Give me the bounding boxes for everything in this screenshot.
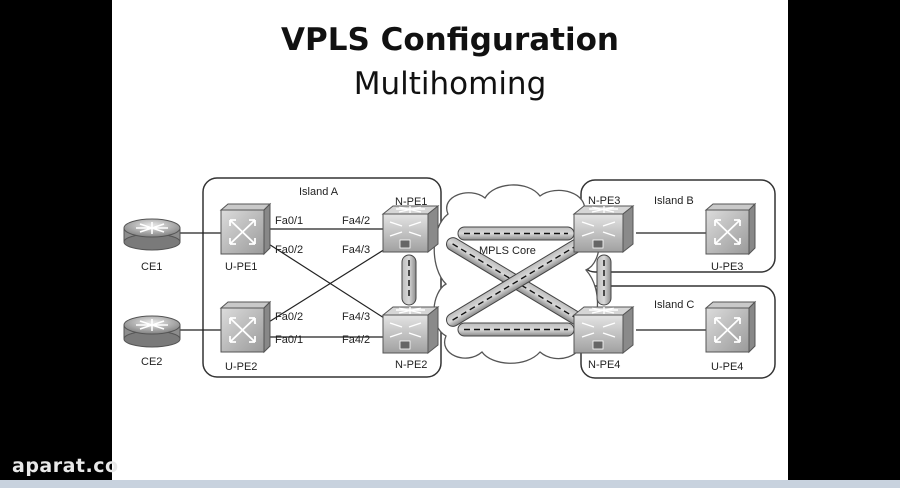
link-upe2-npe1 (263, 245, 391, 326)
upe2-fa01-label: Fa0/1 (275, 334, 303, 346)
upe4-switch-icon (704, 300, 757, 354)
npe1-label: N-PE1 (395, 196, 427, 208)
island-a-label: Island A (299, 186, 339, 198)
tunnel-npe2-npe4 (457, 322, 575, 337)
mpls-core-label: MPLS Core (479, 245, 536, 257)
pseudowire-tunnels (401, 226, 612, 337)
npe4-switch-icon (572, 305, 635, 355)
ce2-label: CE2 (141, 356, 162, 368)
ce2-router-icon (123, 315, 181, 348)
npe3-label: N-PE3 (588, 195, 620, 207)
link-upe1-npe2 (263, 240, 385, 319)
tunnel-npe2-npe3 (445, 237, 587, 327)
links (180, 228, 706, 338)
upe1-switch-icon (219, 202, 272, 256)
slide-subtitle: Multihoming (353, 66, 547, 102)
npe4-label: N-PE4 (588, 359, 620, 371)
upe2-switch-icon (219, 300, 272, 354)
ce1-router-icon (123, 218, 181, 251)
npe1-switch-icon (381, 204, 440, 254)
npe1-fa43-label: Fa4/3 (342, 244, 370, 256)
upe3-switch-icon (704, 202, 757, 256)
slide-title: VPLS Configuration (281, 22, 619, 58)
npe2-switch-icon (381, 305, 440, 355)
island-b-label: Island B (654, 195, 694, 207)
island-c-label: Island C (654, 299, 694, 311)
upe1-fa02-label: Fa0/2 (275, 244, 303, 256)
upe3-label: U-PE3 (711, 261, 743, 273)
tunnel-npe3-npe4 (596, 254, 612, 306)
upe4-label: U-PE4 (711, 361, 743, 373)
upe2-fa02-label: Fa0/2 (275, 311, 303, 323)
npe2-label: N-PE2 (395, 359, 427, 371)
tunnel-npe1-npe2 (401, 254, 417, 306)
upe1-fa01-label: Fa0/1 (275, 215, 303, 227)
npe3-switch-icon (572, 204, 635, 254)
npe1-fa42-label: Fa4/2 (342, 215, 370, 227)
watermark-text: aparat.co (12, 455, 119, 477)
npe2-fa43-label: Fa4/3 (342, 311, 370, 323)
npe2-fa42-label: Fa4/2 (342, 334, 370, 346)
ce1-label: CE1 (141, 261, 162, 273)
taskbar (0, 480, 900, 488)
upe1-label: U-PE1 (225, 261, 257, 273)
tunnel-npe1-npe3 (457, 226, 575, 241)
upe2-label: U-PE2 (225, 361, 257, 373)
